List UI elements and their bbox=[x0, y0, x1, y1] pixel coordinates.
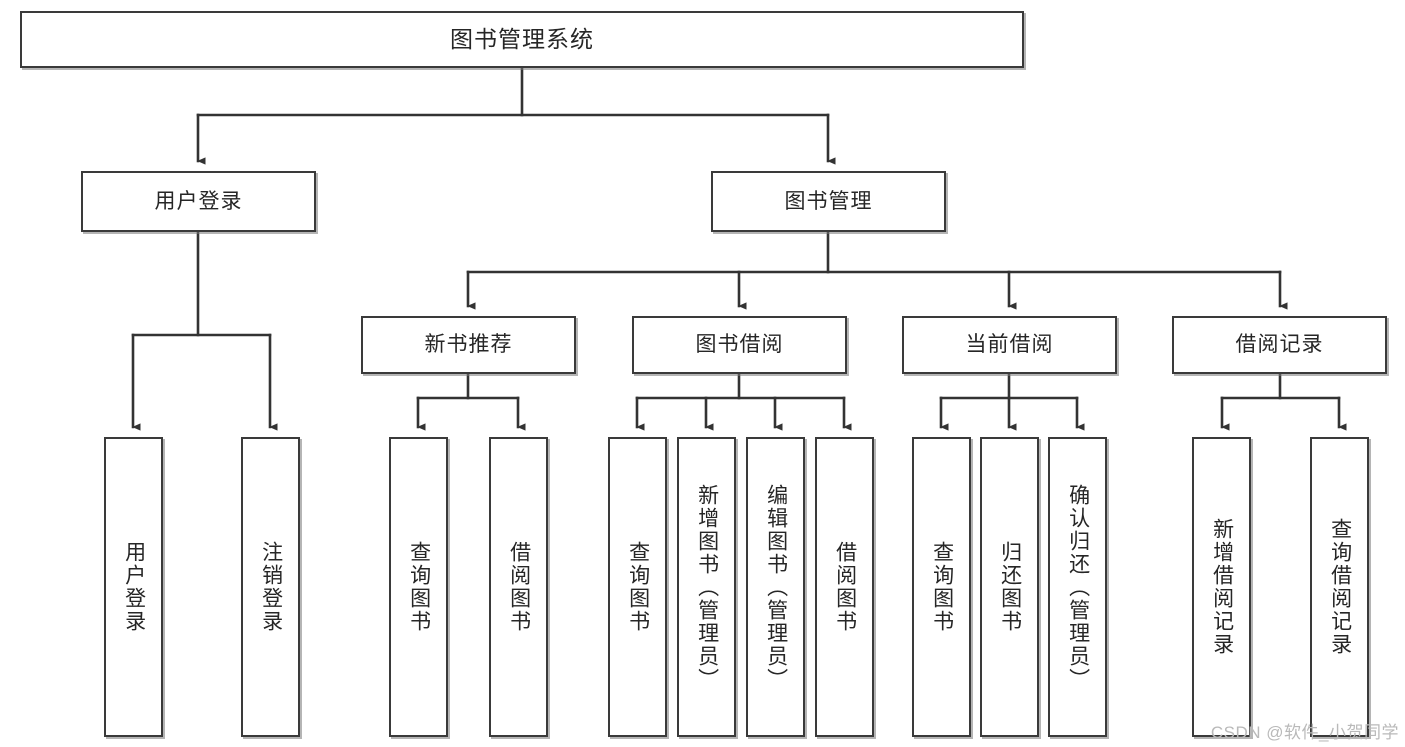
node-user-login[interactable]: 用户登录 bbox=[81, 171, 316, 232]
leaf-query-record[interactable]: 查询借阅记录 bbox=[1310, 437, 1369, 737]
leaf-query-book-1[interactable]: 查询图书 bbox=[389, 437, 448, 737]
leaf-user-login-label: 用户登录 bbox=[122, 541, 146, 633]
leaf-add-record-label: 新增借阅记录 bbox=[1210, 518, 1234, 656]
node-user-login-label: 用户登录 bbox=[154, 189, 243, 213]
leaf-query-book-3-label: 查询图书 bbox=[930, 541, 954, 633]
node-root-system[interactable]: 图书管理系统 bbox=[20, 11, 1024, 68]
node-book-borrow-label: 图书借阅 bbox=[695, 333, 784, 357]
node-current-borrow[interactable]: 当前借阅 bbox=[902, 316, 1117, 374]
node-current-borrow-label: 当前借阅 bbox=[965, 333, 1054, 357]
leaf-query-book-2-label: 查询图书 bbox=[626, 541, 650, 633]
node-book-manage[interactable]: 图书管理 bbox=[711, 171, 946, 232]
leaf-edit-book[interactable]: 编辑图书（管理员） bbox=[746, 437, 805, 737]
node-borrow-record-label: 借阅记录 bbox=[1235, 333, 1324, 357]
leaf-borrow-book-2-label: 借阅图书 bbox=[833, 541, 857, 633]
leaf-logout-login-label: 注销登录 bbox=[259, 541, 283, 633]
leaf-edit-book-label: 编辑图书（管理员） bbox=[764, 483, 788, 691]
leaf-borrow-book-1[interactable]: 借阅图书 bbox=[489, 437, 548, 737]
leaf-confirm-return[interactable]: 确认归还（管理员） bbox=[1048, 437, 1107, 737]
leaf-query-book-2[interactable]: 查询图书 bbox=[608, 437, 667, 737]
leaf-add-record[interactable]: 新增借阅记录 bbox=[1192, 437, 1251, 737]
leaf-user-login[interactable]: 用户登录 bbox=[104, 437, 163, 737]
leaf-query-book-1-label: 查询图书 bbox=[407, 541, 431, 633]
leaf-add-book-label: 新增图书（管理员） bbox=[695, 483, 719, 691]
leaf-query-record-label: 查询借阅记录 bbox=[1328, 518, 1352, 656]
leaf-return-book[interactable]: 归还图书 bbox=[980, 437, 1039, 737]
node-root-system-label: 图书管理系统 bbox=[450, 25, 594, 52]
leaf-borrow-book-2[interactable]: 借阅图书 bbox=[815, 437, 874, 737]
node-new-book-recommend[interactable]: 新书推荐 bbox=[361, 316, 576, 374]
leaf-add-book[interactable]: 新增图书（管理员） bbox=[677, 437, 736, 737]
leaf-confirm-return-label: 确认归还（管理员） bbox=[1066, 483, 1090, 691]
leaf-return-book-label: 归还图书 bbox=[998, 541, 1022, 633]
node-new-book-recommend-label: 新书推荐 bbox=[424, 333, 513, 357]
node-borrow-record[interactable]: 借阅记录 bbox=[1172, 316, 1387, 374]
leaf-borrow-book-1-label: 借阅图书 bbox=[507, 541, 531, 633]
leaf-query-book-3[interactable]: 查询图书 bbox=[912, 437, 971, 737]
node-book-manage-label: 图书管理 bbox=[784, 189, 873, 213]
node-book-borrow[interactable]: 图书借阅 bbox=[632, 316, 847, 374]
leaf-logout-login[interactable]: 注销登录 bbox=[241, 437, 300, 737]
